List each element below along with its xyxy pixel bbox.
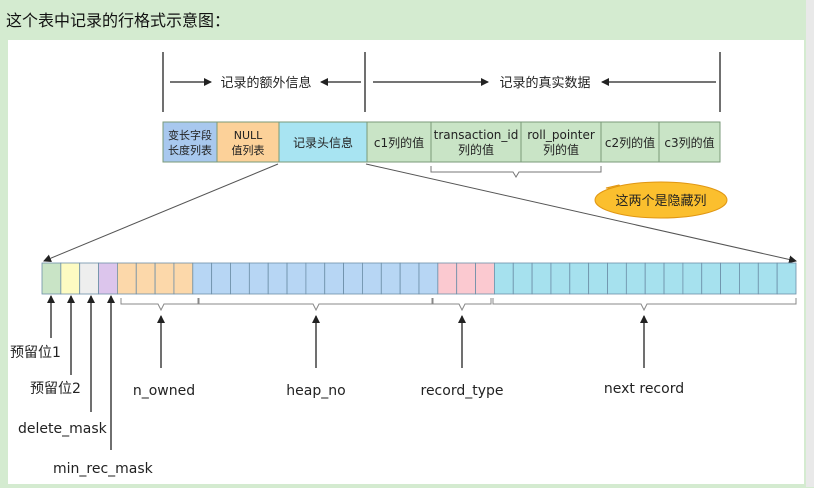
min-rec-mask-label: min_rec_mask [53,461,154,477]
reserved1-label: 预留位1 [10,345,61,361]
bit-cell-heap-no [399,262,420,295]
hidden-columns-note: 这两个是隐藏列 [615,193,706,209]
record-cell-label: transaction_id [434,128,519,142]
record-cell-label: 列的值 [543,142,579,157]
bit-cell-next-record [588,262,608,295]
record-cell-label: roll_pointer [527,128,595,142]
bit-cell-next-record [493,262,514,295]
bit-cell-heap-no [324,262,345,295]
record-cell [162,121,218,163]
record-cell [658,121,721,163]
bit-cell-record-type [456,262,476,295]
record-cell-label: c1列的值 [374,135,424,150]
bit-cell-next-record [569,262,590,295]
n-owned-brace [120,298,199,312]
hidden-columns-callout: 这两个是隐藏列 [594,181,728,219]
bit-cell-heap-no [305,262,326,295]
next-record-brace [492,298,797,312]
bit-cell-heap-no [230,262,250,295]
reserved2-label: 预留位2 [30,381,81,397]
zoom-line-left [43,163,279,263]
real-data-label: 记录的真实数据 [499,75,590,91]
caption: 这个表中记录的行格式示意图： [6,11,231,30]
bit-cell-heap-no [211,262,231,295]
bit-cell-heap-no [418,262,439,295]
bit-cell-next-record [625,262,646,295]
bit-cell-min-rec-mask [98,262,118,295]
record-cell-label: 值列表 [232,143,265,157]
bit-cell-next-record [757,262,778,295]
bit-cell-n-owned [173,262,194,295]
n-owned-label: n_owned [133,383,195,399]
record-cell-label: NULL [234,129,263,142]
bit-cell-next-record [512,262,533,295]
record-cell-label: 记录头信息 [293,135,353,150]
record-type-brace [432,298,492,312]
scrollbar-edge [806,0,814,487]
bit-cell-next-record [739,262,759,295]
record-cell-label: 列的值 [458,142,494,157]
record-cell [216,121,280,163]
header-bit-row [41,262,797,295]
group-braces [120,298,797,312]
bit-cell-next-record [607,262,627,295]
bit-cell-next-record [644,262,665,295]
bit-cell-next-record [701,262,722,295]
heap-no-label: heap_no [286,383,345,399]
bit-cell-next-record [776,262,797,295]
extra-info-label: 记录的额外信息 [220,75,311,91]
bit-cell-next-record [550,262,571,295]
bit-cell-heap-no [343,262,363,295]
bit-cell-heap-no [380,262,401,295]
bit-cell-next-record [720,262,740,295]
bit-cell-delete-mask [79,262,99,295]
bit-cell-reserved2 [60,262,81,295]
record-cell [520,121,602,163]
bit-cell-n-owned [117,262,137,295]
record-type-label: record_type [421,383,504,399]
record-cell-label: 长度列表 [168,143,212,157]
heap-no-brace [198,298,433,312]
bit-cell-heap-no [192,262,213,295]
bit-cell-heap-no [248,262,269,295]
bit-cell-next-record [531,262,552,295]
next-record-label: next record [604,381,684,397]
record-cell-label: c2列的值 [605,135,655,150]
record-cell-label: c3列的值 [664,135,714,150]
bit-cell-heap-no [267,262,288,295]
bit-cell-record-type [475,262,495,295]
bit-cell-record-type [437,262,458,295]
bit-cell-reserved1 [41,262,62,295]
bit-cell-next-record [682,262,703,295]
delete-mask-label: delete_mask [18,421,108,437]
bit-cell-n-owned [154,262,175,295]
record-cell [366,121,432,163]
record-cell [278,121,368,163]
bit-cell-heap-no [286,262,307,295]
bit-cell-n-owned [135,262,156,295]
zoom-line-right [365,163,797,264]
hidden-columns-brace [430,166,602,178]
record-cell-label: 变长字段 [168,128,212,142]
record-cell [430,121,522,163]
bit-cell-heap-no [362,262,382,295]
bit-cell-next-record [663,262,684,295]
